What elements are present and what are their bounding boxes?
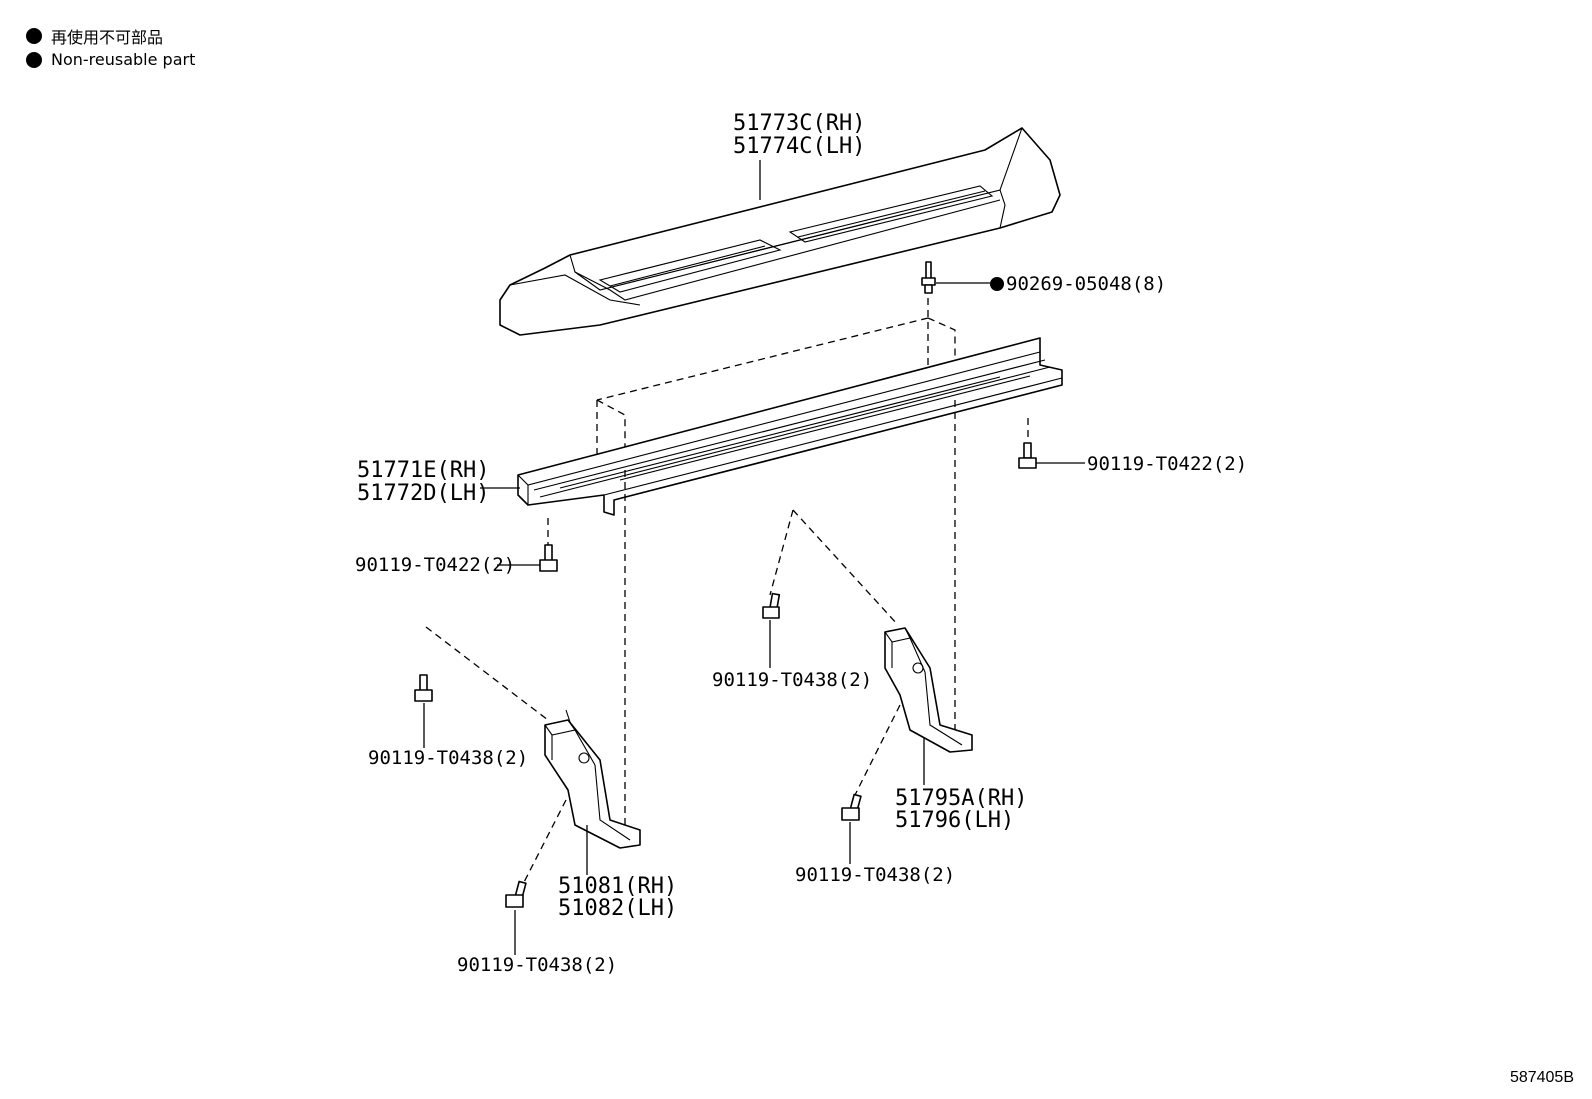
legend-text-en: Non-reusable part [51, 50, 196, 69]
label-step-cover-rh: 51773C(RH) [733, 111, 865, 136]
bolt-right-part[interactable] [1018, 442, 1037, 469]
bolt-mid-upper-part[interactable] [762, 592, 781, 619]
label-clip: 90269-05048(8) [1006, 273, 1166, 295]
label-bolt-left-upper: 90119-T0438(2) [368, 747, 528, 769]
non-reusable-dot-icon [26, 51, 42, 68]
bolt-left-lower-part[interactable] [505, 880, 527, 908]
label-step-cover-lh: 51774C(LH) [733, 134, 865, 159]
label-bolt-left-lower: 90119-T0438(2) [457, 954, 617, 976]
label-front-bracket-rh: 51081(RH) [558, 874, 677, 899]
label-rear-bracket-rh: 51795A(RH) [895, 786, 1027, 811]
label-step-rh: 51771E(RH) [357, 458, 489, 483]
non-reusable-dot-icon [26, 28, 42, 44]
front-bracket-part[interactable] [544, 709, 641, 849]
bolt-left-upper-part[interactable] [414, 674, 433, 702]
label-bolt-mid-lower: 90119-T0438(2) [795, 864, 955, 886]
label-step-lh: 51772D(LH) [357, 481, 489, 506]
bolt-mid-lower-part[interactable] [841, 793, 862, 821]
diagram-code: 587405B [1509, 1069, 1574, 1086]
legend-item-en: Non-reusable part [26, 50, 195, 69]
legend-text-jp: 再使用不可部品 [51, 28, 164, 47]
label-bolt-mid-upper: 90119-T0438(2) [712, 669, 872, 691]
clip-part[interactable] [921, 261, 936, 294]
running-step-part[interactable] [517, 337, 1063, 516]
label-rear-bracket-lh: 51796(LH) [895, 808, 1014, 833]
legend-item-jp: 再使用不可部品 [26, 24, 163, 48]
step-cover-part[interactable] [499, 127, 1061, 336]
non-reusable-dot-icon [990, 277, 1004, 291]
rear-bracket-part[interactable] [884, 627, 973, 753]
bolt-left-part[interactable] [539, 544, 558, 572]
label-bolt-right: 90119-T0422(2) [1087, 453, 1247, 475]
label-front-bracket-lh: 51082(LH) [558, 896, 677, 921]
label-bolt-left: 90119-T0422(2) [355, 554, 515, 576]
